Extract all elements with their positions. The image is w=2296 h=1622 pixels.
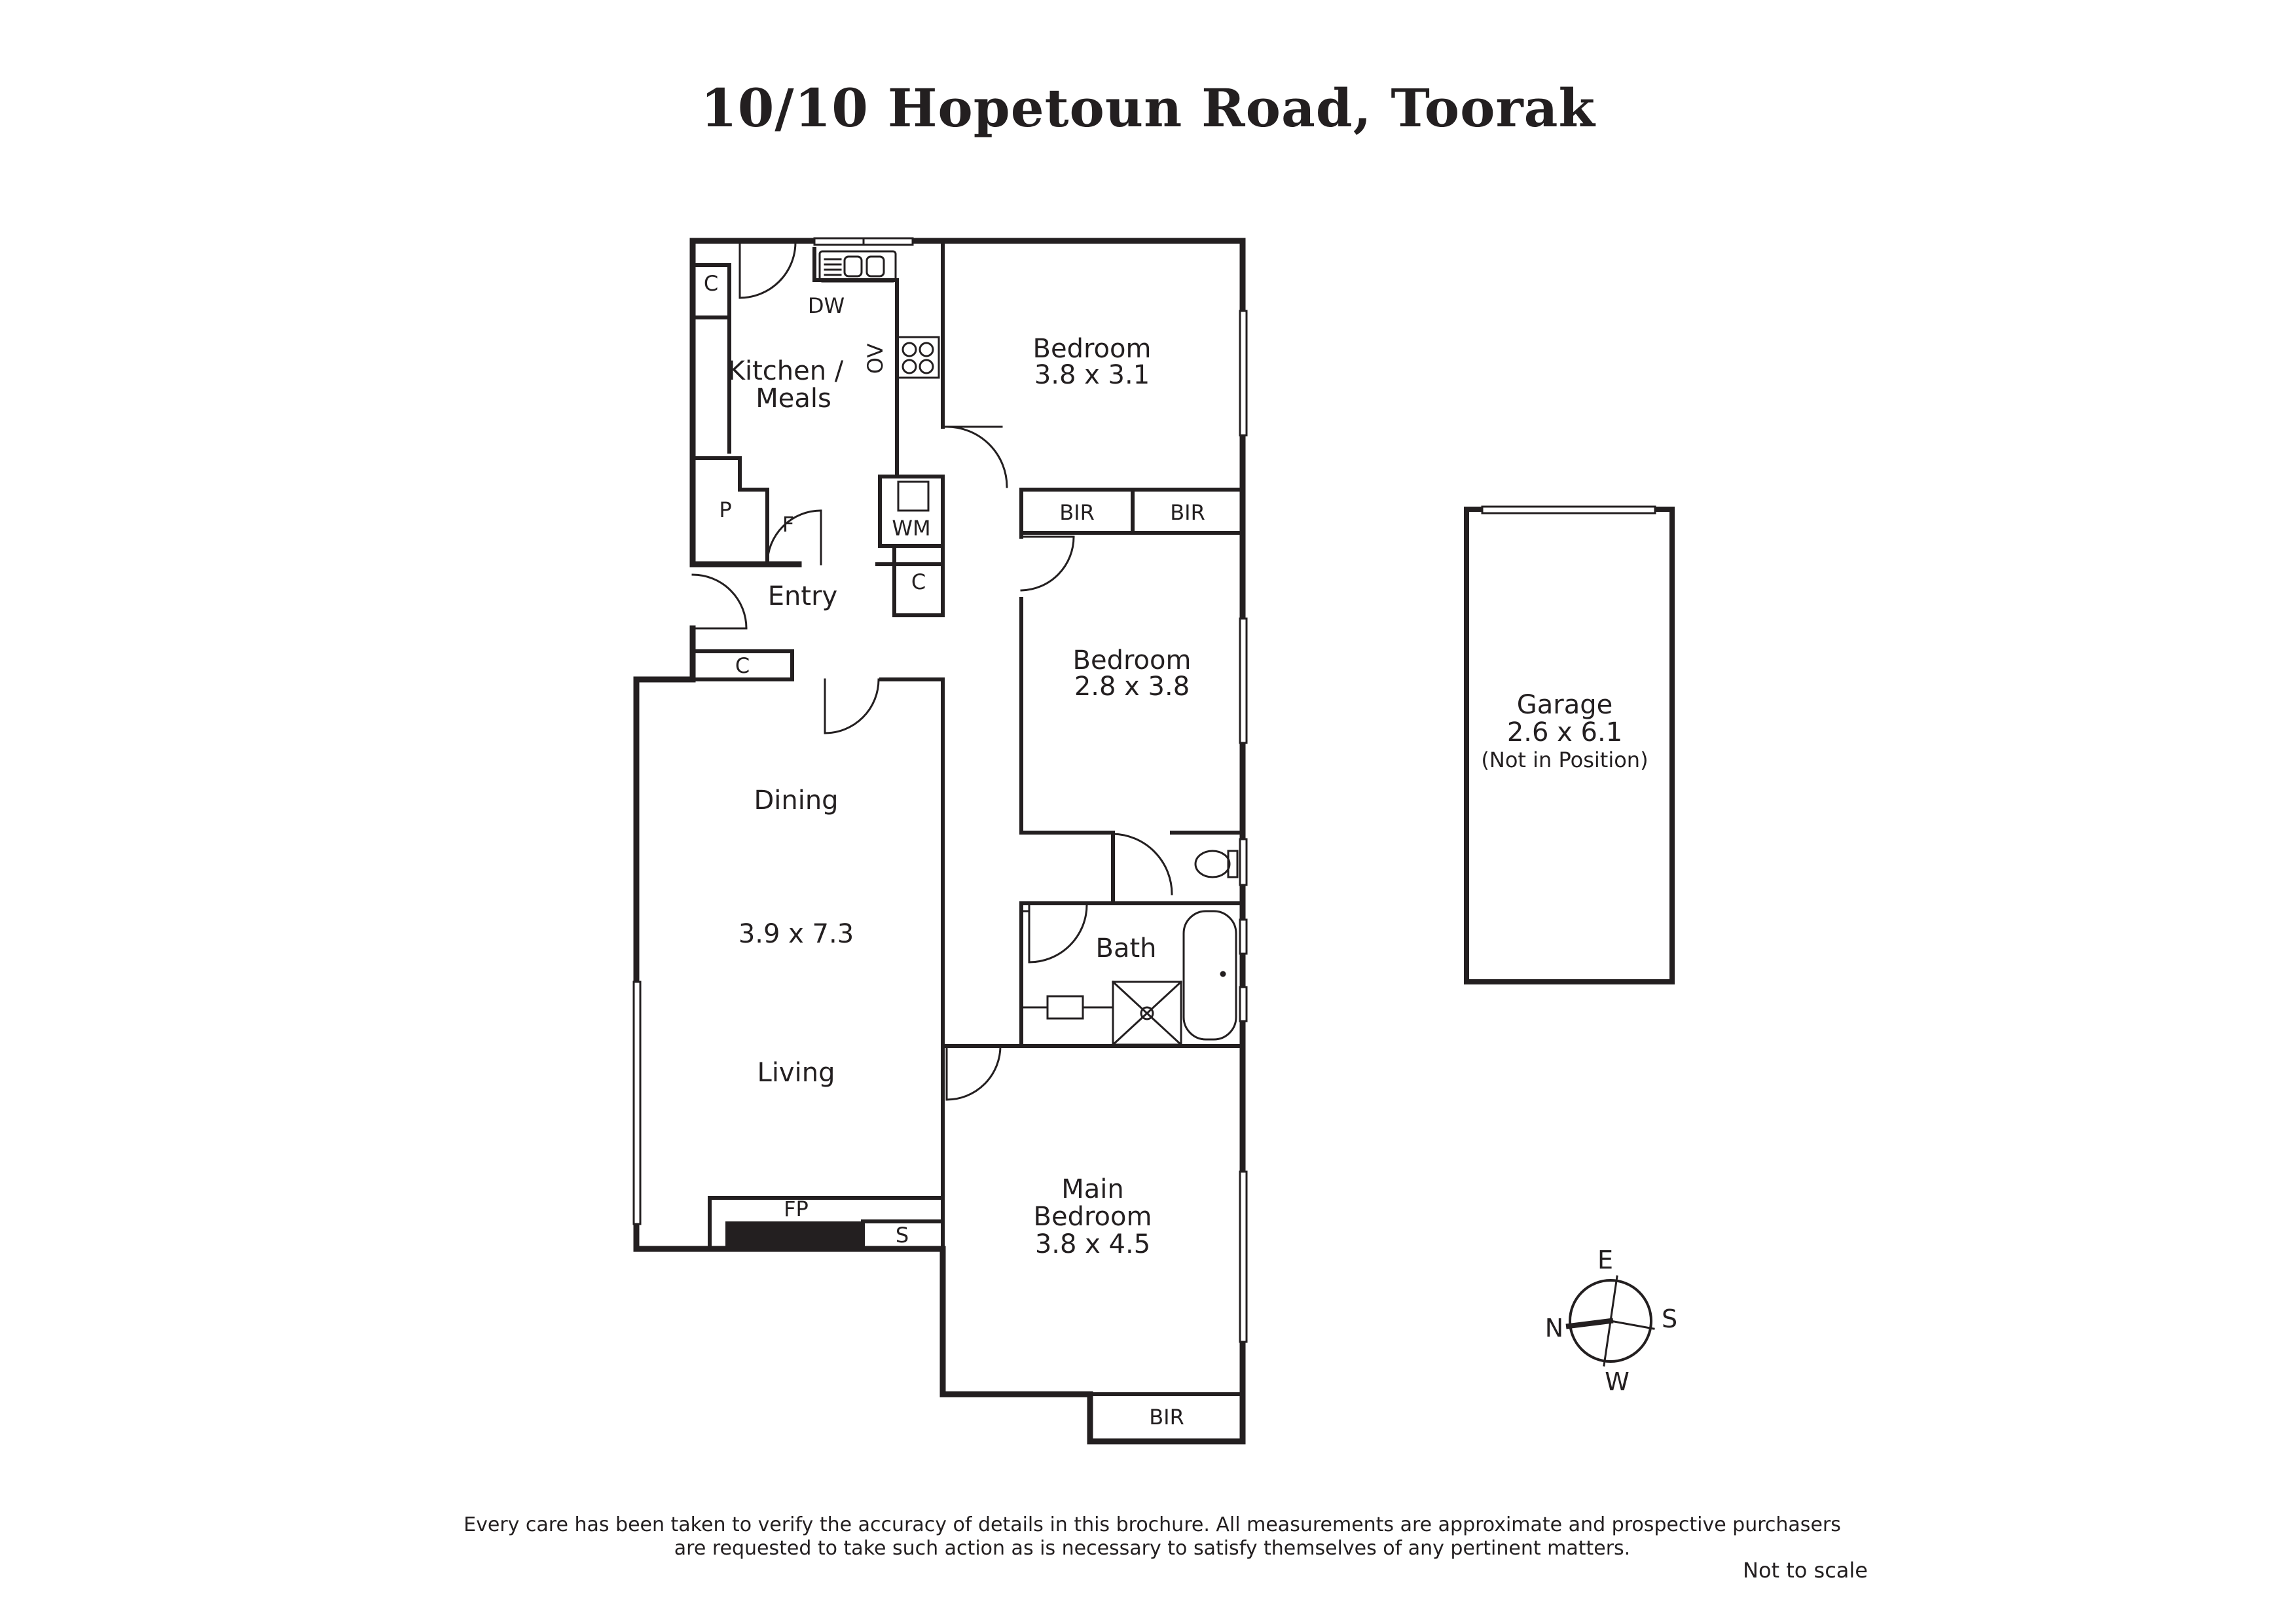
compass-east: E <box>1597 1246 1613 1274</box>
bedroom2-size: 2.8 x 3.8 <box>1074 672 1190 702</box>
windows <box>632 237 1248 1343</box>
fridge-label: F <box>782 512 794 537</box>
pantry-label: P <box>719 497 731 522</box>
disclaimer-line2: are requested to take such action as is … <box>674 1537 1631 1560</box>
entry-label: Entry <box>768 581 837 611</box>
main-bedroom-label-line2: Bedroom <box>1034 1202 1152 1232</box>
garage-size: 2.6 x 6.1 <box>1507 717 1622 748</box>
main-bedroom-label: Main <box>1061 1174 1124 1204</box>
compass-west: W <box>1605 1367 1630 1396</box>
garage-door <box>1481 505 1656 514</box>
storage-label: S <box>896 1223 909 1248</box>
bedroom1-label: Bedroom <box>1033 334 1152 364</box>
cupboard-kitchen-label: C <box>704 271 718 296</box>
dining-label: Dining <box>754 785 838 816</box>
fireplace-hearth <box>725 1221 863 1249</box>
compass-north: N <box>1545 1314 1563 1343</box>
not-to-scale-note: Not to scale <box>1743 1558 1868 1583</box>
door-swings <box>691 241 1173 1101</box>
oven-label: OV <box>863 344 888 374</box>
bir-main-label: BIR <box>1149 1405 1184 1430</box>
exterior-walls <box>633 238 1246 1445</box>
main-bedroom-size: 3.8 x 4.5 <box>1035 1229 1150 1259</box>
living-size: 3.9 x 7.3 <box>738 919 854 949</box>
bedroom2-label: Bedroom <box>1073 645 1192 676</box>
bath-label: Bath <box>1096 933 1157 964</box>
compass-south: S <box>1662 1305 1677 1333</box>
fireplace-label: FP <box>784 1197 809 1221</box>
living-label: Living <box>757 1058 835 1088</box>
cupboard-laundry-label: C <box>911 569 926 594</box>
bir2-label: BIR <box>1170 500 1205 525</box>
kitchen-label-line2: Meals <box>756 384 831 414</box>
garage-note: (Not in Position) <box>1481 748 1648 772</box>
disclaimer-line1: Every care has been taken to verify the … <box>464 1513 1841 1536</box>
kitchen-label: Kitchen / <box>728 356 844 386</box>
compass-rose <box>1565 1275 1655 1367</box>
fixtures <box>818 250 1239 1047</box>
disclaimer: Every care has been taken to verify the … <box>249 1513 2056 1560</box>
bedroom1-size: 3.8 x 3.1 <box>1034 360 1150 390</box>
washing-machine-label: WM <box>892 516 930 541</box>
bir1-label: BIR <box>1059 500 1095 525</box>
cupboard-entry-label: C <box>735 653 750 678</box>
garage-label: Garage <box>1517 690 1613 720</box>
interior-walls <box>691 239 1245 1396</box>
dishwasher-label: DW <box>808 293 845 318</box>
plan-title: 10/10 Hopetoun Road, Toorak <box>701 77 1595 139</box>
